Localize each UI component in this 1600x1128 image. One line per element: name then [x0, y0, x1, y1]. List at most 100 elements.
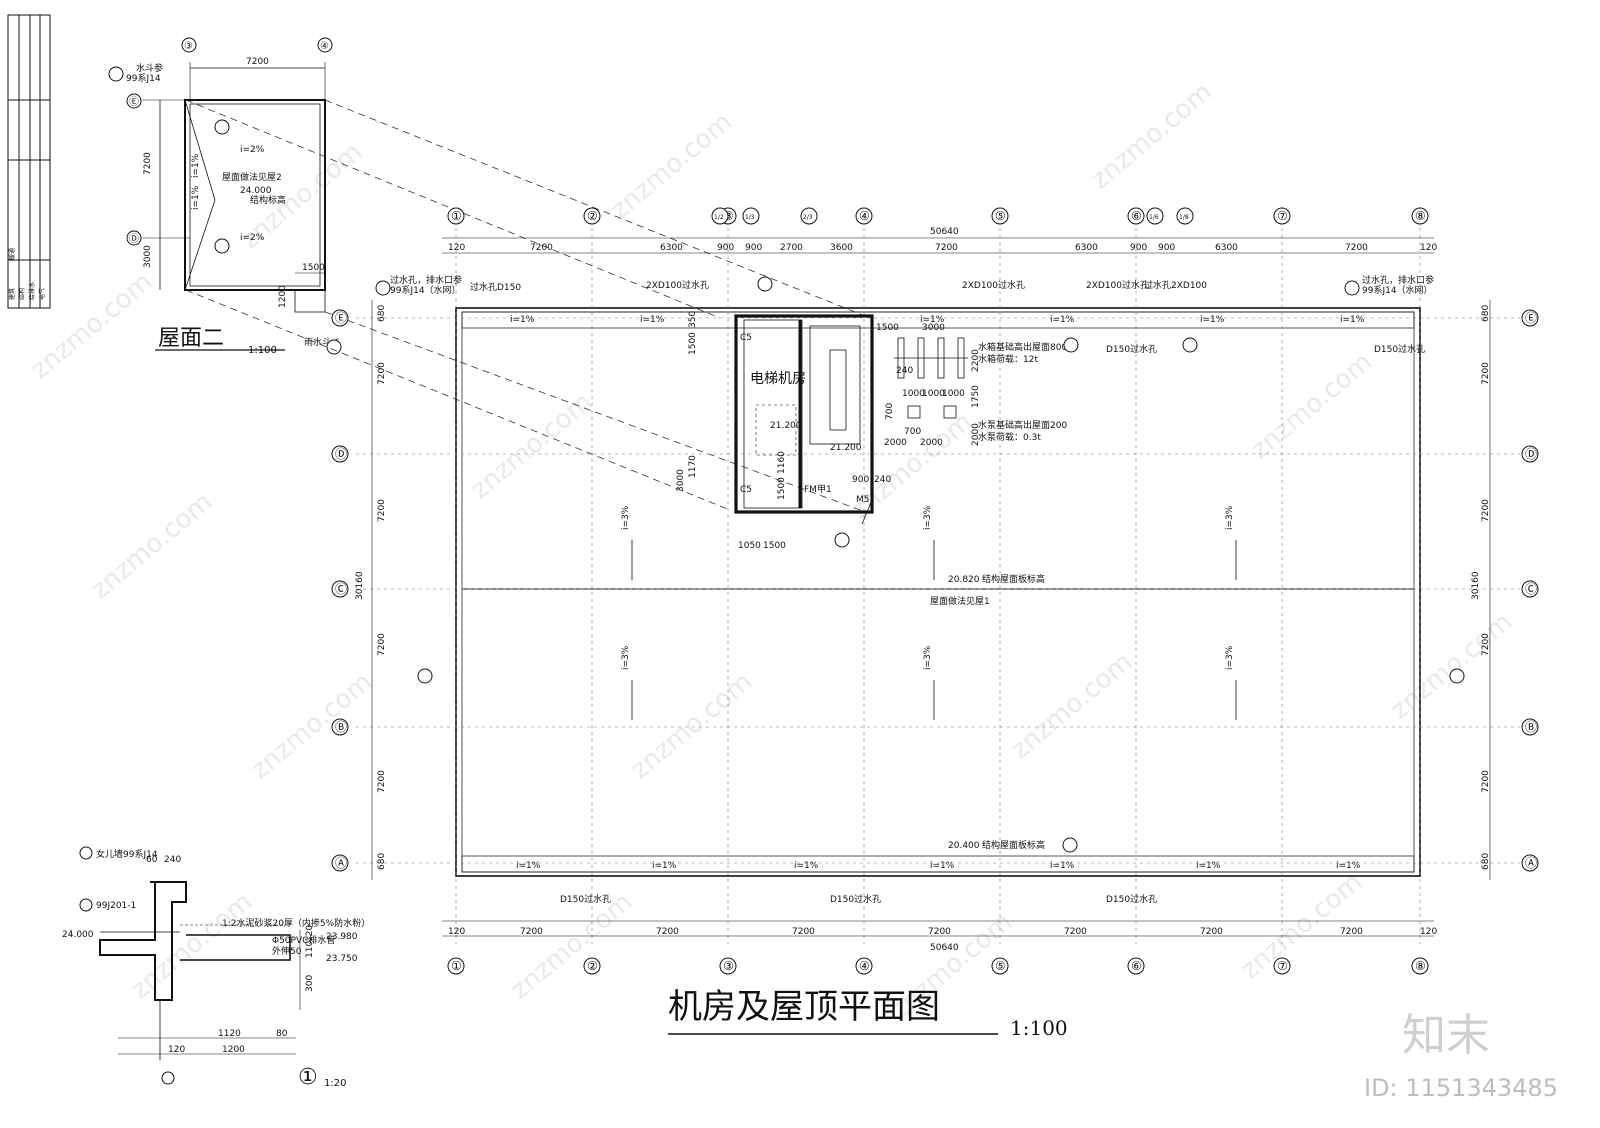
- watermark-text: znzmo.com: [1245, 347, 1378, 465]
- roof-two-elev: 24.000: [240, 186, 272, 196]
- mr-dim-1170-v: 1170: [688, 455, 698, 478]
- dim-top-9: 900: [1130, 243, 1147, 253]
- axis-label-col-8: ⑧: [1415, 209, 1426, 223]
- detail-dim-1200: 1200: [222, 1045, 245, 1055]
- door-m5: M5: [856, 495, 870, 505]
- slope-main-2: i=3%: [1225, 505, 1235, 530]
- detail-dim-240: 240: [164, 855, 181, 865]
- axis-label-col-5: ⑤: [995, 959, 1006, 973]
- sub-axis-bubble: 1/3: [742, 207, 760, 225]
- detail-ref-marks: [79, 846, 93, 912]
- axis-bubble-col-3: ③: [719, 957, 737, 975]
- axis-label-row-e: Ⓔ: [1525, 311, 1537, 325]
- tank-dim-1000b: 1000: [922, 389, 945, 399]
- axis-bubble-row-d: Ⓓ: [1521, 445, 1539, 463]
- title-block-item: 暖通: [8, 248, 16, 260]
- dim-bottom-4: 7200: [928, 927, 951, 937]
- axis-label-col-7: ⑦: [1277, 209, 1288, 223]
- dim-side-left-5: 680: [377, 853, 387, 870]
- dim-depth-right: 30160: [1471, 571, 1481, 600]
- axis-label-col-7: ⑦: [1277, 959, 1288, 973]
- drain-d150-b2: D150过水孔: [830, 893, 881, 905]
- drain-2xd100-d: 过水孔2XD100: [1144, 279, 1207, 291]
- detail-dim-1120: 1120: [218, 1029, 241, 1039]
- downpipe-note-left: 过水孔，排水口参: [390, 274, 462, 286]
- dim-total-bottom: 50640: [930, 943, 959, 953]
- detail-dim-120b: 120: [305, 925, 315, 942]
- elev-2040-note: 结构屋面板标高: [982, 839, 1045, 851]
- sub-axis-bubble: 2/3: [800, 207, 818, 225]
- roof-two-detail-marks: [108, 66, 342, 355]
- roof-two-axis-e: Ⓔ: [129, 96, 139, 108]
- tank-dim-1000c: 1000: [942, 389, 965, 399]
- watermark-text: znzmo.com: [625, 667, 758, 785]
- main-slope-texts: i=1%i=1%i=1%i=1%i=1%i=1%i=1%i=1%i=1%i=1%…: [510, 315, 1365, 871]
- main-plan-labels: 20.820 结构屋面板标高 屋面做法见屋1 20.400 结构屋面板标高 过水…: [390, 274, 1434, 905]
- watermark-text: znzmo.com: [465, 387, 598, 505]
- water-pump-note: 水泵基础高出屋面200: [978, 419, 1067, 431]
- drain-2xd100-a: 2XD100过水孔: [646, 279, 709, 291]
- axis-label-col-5: ⑤: [995, 209, 1006, 223]
- axis-label-row-a: Ⓐ: [335, 856, 347, 870]
- machine-room-elev-b: 21.200: [830, 443, 862, 453]
- slope-bottom-6: i=1%: [1336, 861, 1361, 871]
- roof-two-water-ref: 99系J14: [126, 73, 161, 84]
- roof-two-slope-b: i=2%: [240, 233, 265, 243]
- axis-label-row-a: Ⓐ: [1525, 856, 1537, 870]
- detail-elev1: 23.980: [326, 932, 358, 942]
- roof-two-method: 屋面做法见屋2: [222, 171, 282, 183]
- slope-top-1: i=1%: [640, 315, 665, 325]
- roof-two-plan: [142, 62, 326, 351]
- axis-bubble-row-a: Ⓐ: [331, 854, 349, 872]
- slope-bottom-3: i=1%: [930, 861, 955, 871]
- dim-top-12: 7200: [1345, 243, 1368, 253]
- dim-side-right-4: 7200: [1481, 770, 1491, 793]
- mr-dim-1500-v: 1500: [688, 332, 698, 355]
- dim-bottom-0: 120: [448, 927, 465, 937]
- axis-label-row-d: Ⓓ: [335, 447, 347, 461]
- branding: 知末 ID: 1151343485: [1364, 1010, 1558, 1102]
- dim-depth-left: 30160: [355, 571, 365, 600]
- parapet-detail-text: 女儿墙99系J14 99J201-1 1:2水泥砂浆20厚（内掺5%防水粉） Φ…: [62, 848, 370, 1090]
- roof-two-dim-width: 7200: [246, 57, 269, 67]
- tank-dim-2000a: 2000: [884, 438, 907, 448]
- brand-logo: 知末: [1402, 1010, 1490, 1061]
- watermark-text: znzmo.com: [1005, 647, 1138, 765]
- roof-two-dim-1500: 1500: [302, 263, 325, 273]
- dim-top-2: 6300: [660, 243, 683, 253]
- slope-top-2: i=1%: [920, 315, 945, 325]
- axis-label-row-e: Ⓔ: [335, 311, 347, 325]
- water-tank-bases: [894, 337, 968, 419]
- detail-elev2: 23.750: [326, 954, 358, 964]
- dim-total-top: 50640: [930, 227, 959, 237]
- title-block-labels: 建筑结构给排水电气暖通: [8, 248, 46, 300]
- watermark-text: znzmo.com: [245, 667, 378, 785]
- detail-number: ①: [298, 1065, 318, 1090]
- slope-bottom-4: i=1%: [1050, 861, 1075, 871]
- roof-two-dim-depth: 7200: [143, 152, 153, 175]
- axis-bubble-col-7: ⑦: [1273, 957, 1291, 975]
- brand-id: ID: 1151343485: [1364, 1074, 1558, 1102]
- door-fm: FM甲1: [804, 484, 832, 495]
- machine-room: [734, 314, 874, 525]
- roof-two-title: 屋面二: [158, 326, 224, 351]
- tank-dim-2000b: 2000: [920, 438, 943, 448]
- axis-label-col-4: ④: [859, 959, 870, 973]
- axis-bubble-col-1: ①: [447, 207, 465, 225]
- roof-two-elev-note: 结构标高: [250, 194, 286, 206]
- mr-dim-240: 240: [874, 475, 891, 485]
- dim-side-left-4: 7200: [377, 770, 387, 793]
- dim-top-4: 900: [745, 243, 762, 253]
- axis-bubble-col-5: ⑤: [991, 957, 1009, 975]
- tank-dim-700a: 700: [885, 403, 895, 420]
- slope-main-0: i=3%: [621, 505, 631, 530]
- downpipe-ref-right: 99系J14（水网）: [1362, 284, 1433, 296]
- title-block: [7, 14, 51, 309]
- drain-d150-b1: D150过水孔: [560, 893, 611, 905]
- dim-top-10: 900: [1158, 243, 1175, 253]
- elev-2040: 20.400: [948, 841, 980, 851]
- dim-top-11: 6300: [1215, 243, 1238, 253]
- door-c5-a: C5: [740, 333, 752, 343]
- main-dimension-lines: [371, 237, 1491, 937]
